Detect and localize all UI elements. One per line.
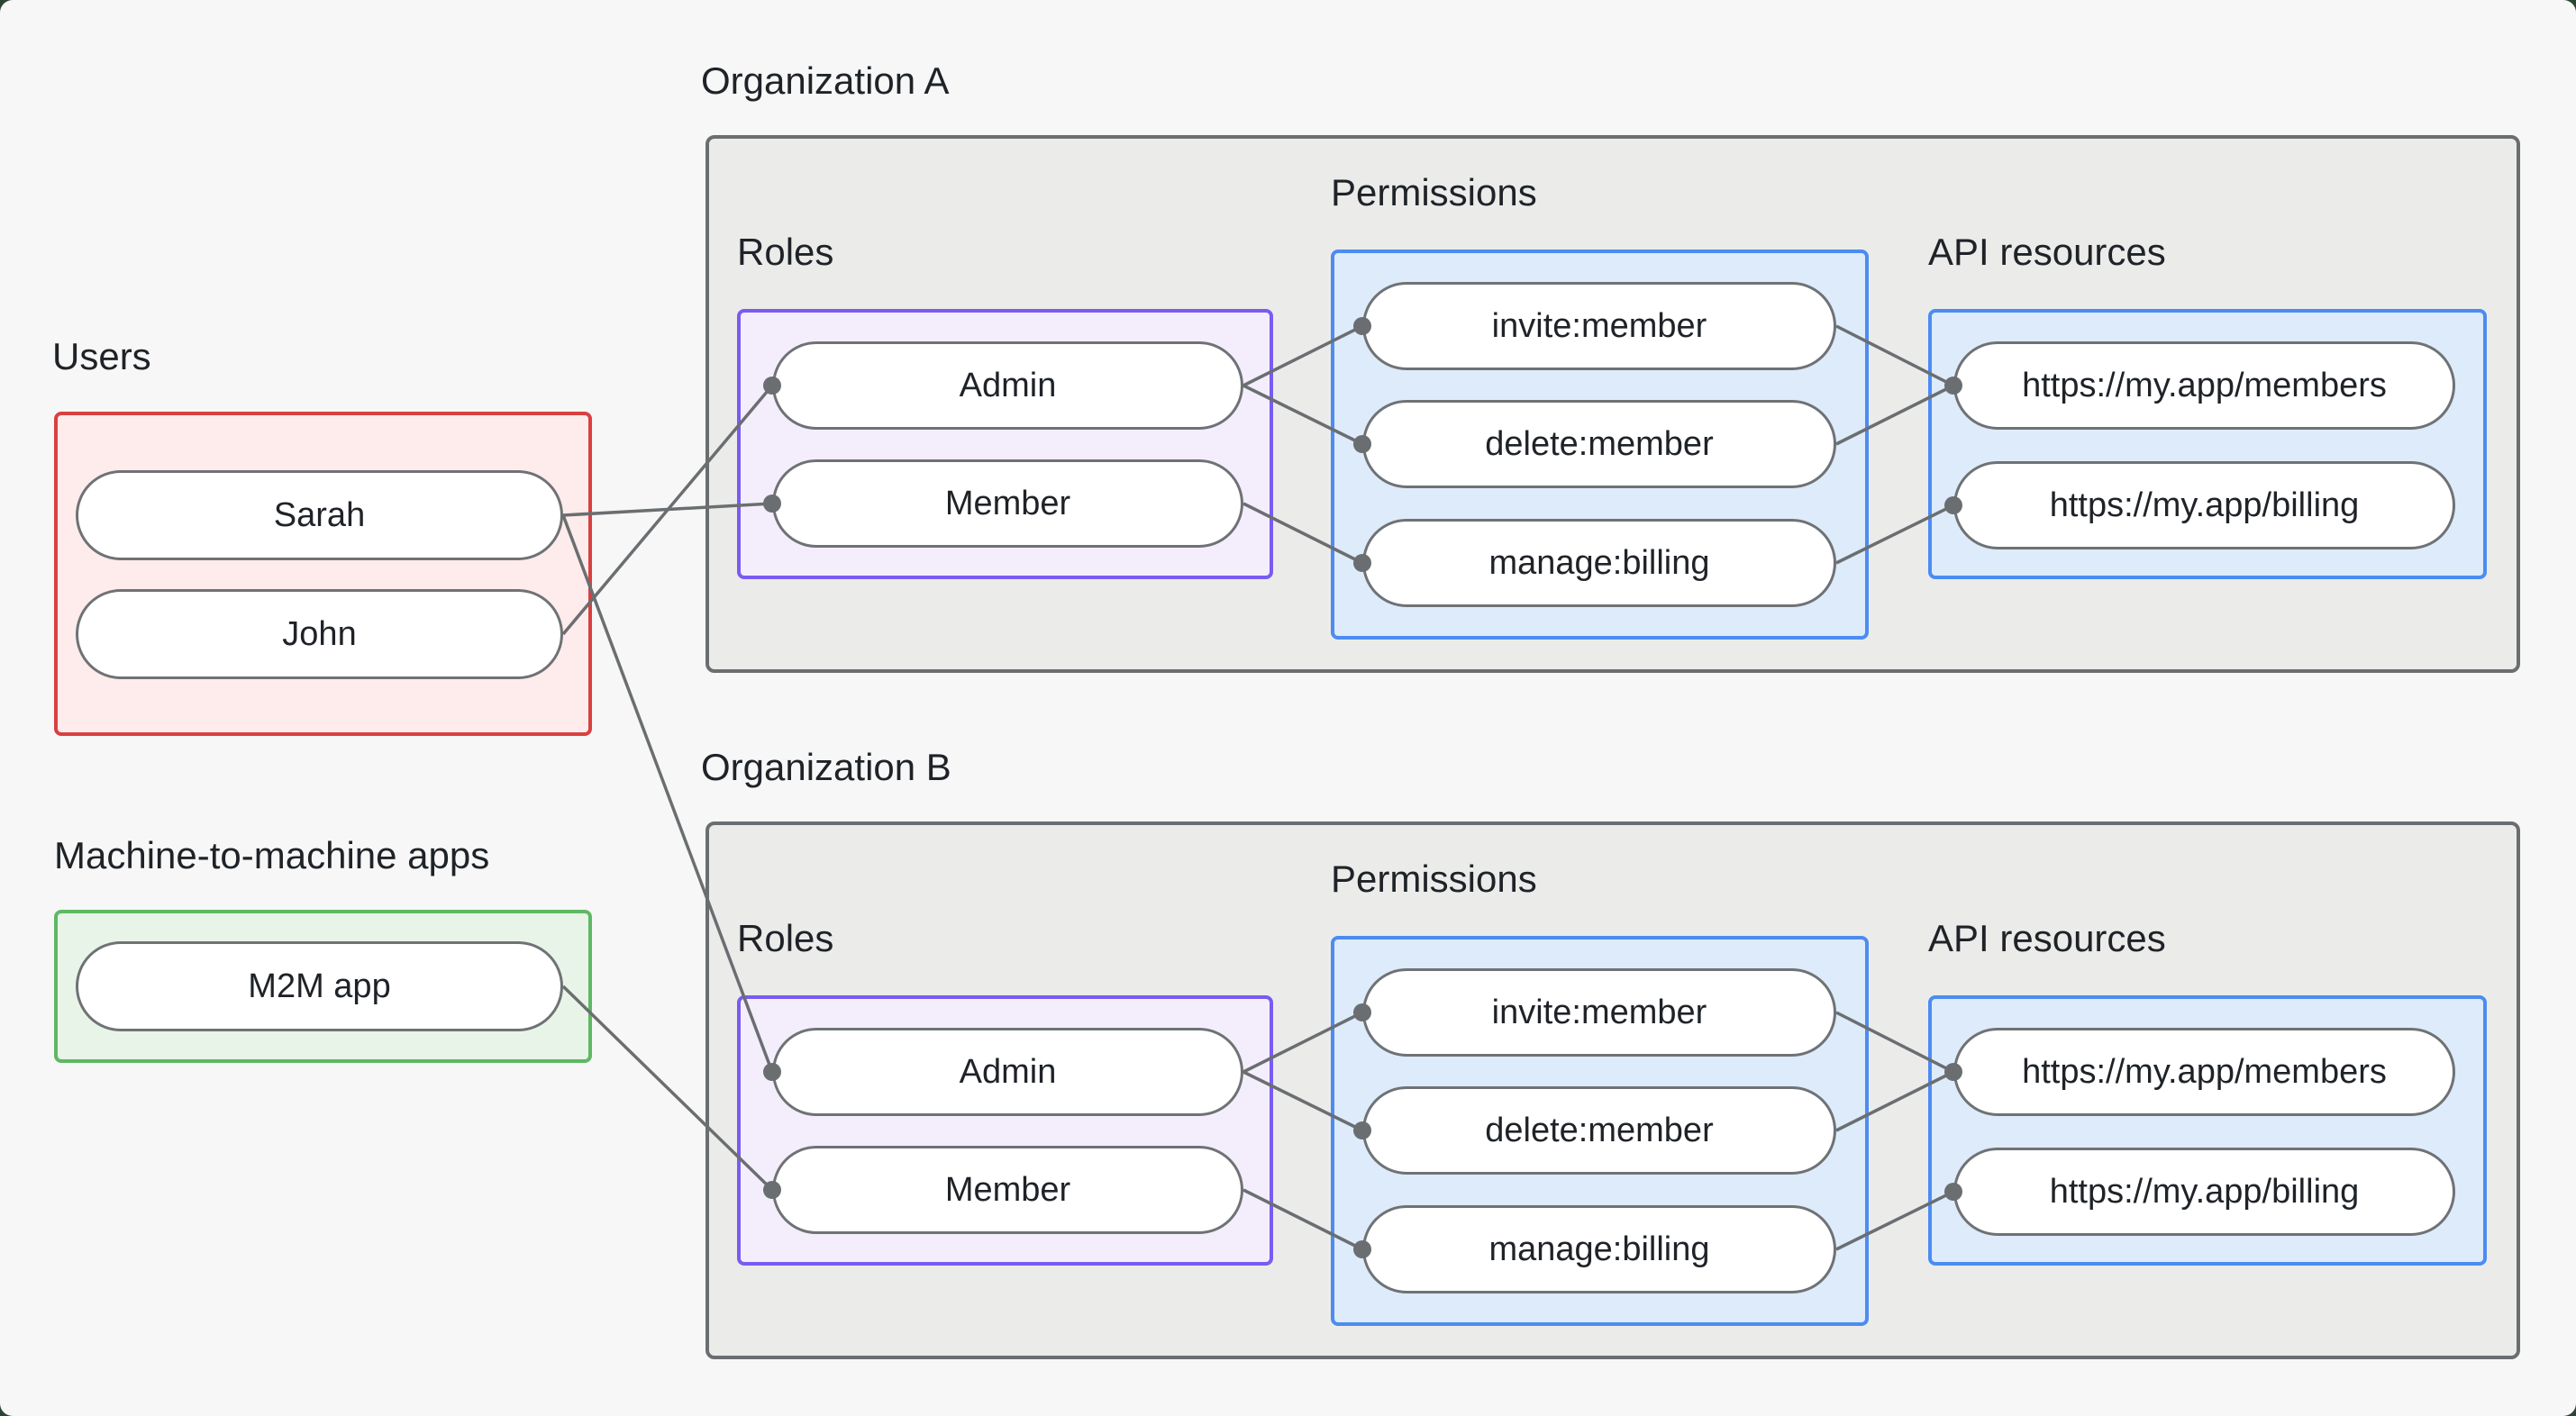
user-node-sarah-label: Sarah <box>273 495 366 534</box>
org-a-role-admin: Admin <box>772 341 1243 430</box>
org-b-role-member-label: Member <box>944 1170 1071 1209</box>
org-b-permission-delete-member-label: delete:member <box>1485 1111 1714 1149</box>
user-node-sarah: Sarah <box>76 470 563 560</box>
org-a-permission-invite-member: invite:member <box>1362 282 1836 370</box>
org-b-api-billing-label: https://my.app/billing <box>2049 1172 2360 1211</box>
m2m-app-node: M2M app <box>76 941 563 1031</box>
org-b-roles-label: Roles <box>737 917 834 959</box>
users-group-box <box>54 412 592 736</box>
org-a-permission-delete-member: delete:member <box>1362 400 1836 488</box>
org-b-api-members-label: https://my.app/members <box>2022 1052 2387 1091</box>
org-a-role-member: Member <box>772 459 1243 548</box>
org-b-permission-manage-billing-label: manage:billing <box>1488 1230 1710 1268</box>
m2m-app-node-label: M2M app <box>248 967 391 1005</box>
org-b-permission-invite-member-label: invite:member <box>1491 993 1707 1031</box>
org-b-permission-manage-billing: manage:billing <box>1362 1205 1836 1293</box>
org-b-permission-delete-member: delete:member <box>1362 1086 1836 1175</box>
org-b-permissions-label: Permissions <box>1331 858 1537 900</box>
org-a-role-member-label: Member <box>944 484 1071 522</box>
org-a-api-billing: https://my.app/billing <box>1953 461 2455 549</box>
org-a-api-billing-label: https://my.app/billing <box>2049 486 2360 524</box>
org-a-api-members-label: https://my.app/members <box>2022 366 2387 404</box>
org-b-role-member: Member <box>772 1146 1243 1234</box>
user-node-john-label: John <box>282 614 357 653</box>
m2m-section-label: Machine-to-machine apps <box>54 834 490 876</box>
org-a-api-members: https://my.app/members <box>1953 341 2455 430</box>
user-node-john: John <box>76 589 563 679</box>
org-a-role-admin-label: Admin <box>959 366 1057 404</box>
org-b-api-billing: https://my.app/billing <box>1953 1148 2455 1236</box>
org-a-permission-invite-member-label: invite:member <box>1491 306 1707 345</box>
org-a-permission-manage-billing-label: manage:billing <box>1488 543 1710 582</box>
org-b-title: Organization B <box>701 746 951 788</box>
org-a-permission-manage-billing: manage:billing <box>1362 519 1836 607</box>
org-b-api-resources-label: API resources <box>1928 917 2166 959</box>
users-section-label: Users <box>52 335 151 377</box>
org-a-api-resources-label: API resources <box>1928 231 2166 273</box>
org-a-title: Organization A <box>701 59 950 102</box>
org-a-roles-label: Roles <box>737 231 834 273</box>
org-b-role-admin-label: Admin <box>959 1052 1057 1091</box>
org-b-api-members: https://my.app/members <box>1953 1028 2455 1116</box>
org-a-permissions-label: Permissions <box>1331 171 1537 213</box>
org-b-permission-invite-member: invite:member <box>1362 968 1836 1057</box>
org-b-role-admin: Admin <box>772 1028 1243 1116</box>
org-a-permission-delete-member-label: delete:member <box>1485 424 1714 463</box>
